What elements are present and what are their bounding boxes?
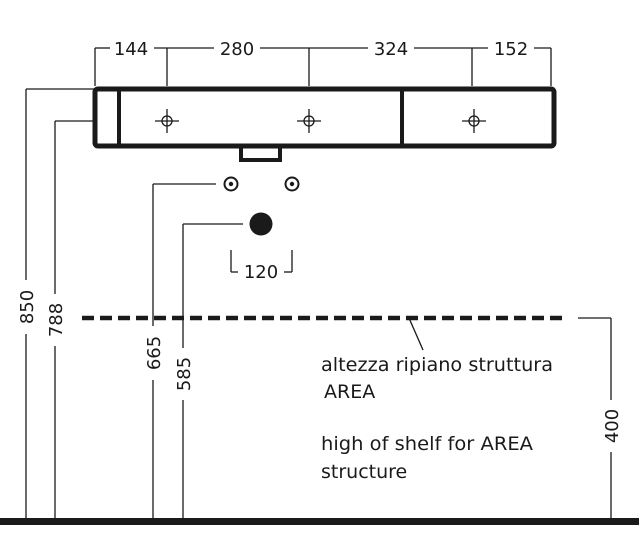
- dim-height-665: 665: [144, 183, 216, 518]
- dim-height-585: 585: [174, 223, 243, 518]
- note-italian-line1: altezza ripiano struttura: [321, 354, 553, 376]
- dim-top-152: 152: [494, 39, 528, 60]
- dim-400-label: 400: [602, 409, 623, 443]
- dim-top-280: 280: [220, 39, 254, 60]
- fixing-mark: [462, 109, 486, 133]
- dim-585-label: 585: [174, 357, 195, 391]
- water-inlet: [284, 176, 300, 192]
- siphon-bracket: [239, 147, 282, 162]
- dim-top-144: 144: [114, 39, 148, 60]
- top-dimension-chain: 144 280 324 152: [94, 39, 552, 86]
- dim-850-label: 850: [17, 290, 38, 324]
- dim-height-850: 850: [17, 88, 95, 518]
- dim-665-label: 665: [144, 336, 165, 370]
- note-english-line1: high of shelf for AREA: [321, 433, 533, 455]
- dim-120-label: 120: [244, 262, 278, 283]
- cabinet-unit: [92, 86, 557, 149]
- note-italian-line2: AREA: [324, 381, 375, 403]
- note-leader: [408, 317, 424, 351]
- fixing-mark: [297, 109, 321, 133]
- note-english-line2: structure: [321, 461, 407, 483]
- dim-top-324: 324: [374, 39, 408, 60]
- drain-outlet: [249, 212, 273, 236]
- dim-spacing-120: 120: [230, 250, 293, 283]
- fixing-mark: [155, 109, 179, 133]
- water-inlet: [223, 176, 239, 192]
- dim-height-788: 788: [46, 120, 95, 518]
- floor-line: [0, 518, 639, 525]
- dim-height-400: 400: [578, 317, 623, 518]
- dim-788-label: 788: [46, 303, 67, 337]
